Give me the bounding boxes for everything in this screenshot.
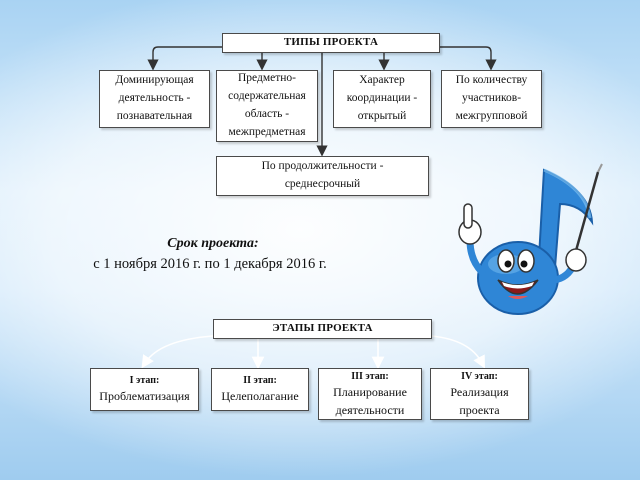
type-3-line-3: открытый <box>357 109 407 122</box>
stage-4-line-2: проекта <box>459 402 500 417</box>
type-box-duration: По продолжительности - среднесрочный <box>216 156 429 196</box>
types-connector-lines <box>147 46 497 157</box>
type-box-dominant-activity: Доминирующая деятельность - познавательн… <box>99 70 210 128</box>
stage-box-3: III этап: Планирование деятельности <box>318 368 422 420</box>
types-title: ТИПЫ ПРОЕКТА <box>222 33 440 53</box>
stages-title-text: ЭТАПЫ ПРОЕКТА <box>272 322 373 335</box>
type-4-line-3: межгрупповой <box>455 109 528 122</box>
connector-stage-1 <box>141 335 214 369</box>
connector-type-4 <box>440 46 497 71</box>
type-1-line-3: познавательная <box>116 109 193 122</box>
stage-2-label: II этап: <box>243 375 277 386</box>
stages-connector-lines <box>141 335 485 370</box>
type-box-coordination: Характер координации - открытый <box>333 70 431 128</box>
stage-3-line-2: деятельности <box>335 402 405 417</box>
stage-3-label: III этап: <box>351 370 389 382</box>
stage-1-label: I этап: <box>129 375 160 386</box>
stage-box-2: II этап: Целеполагание <box>211 368 309 411</box>
term-label: Срок проекта: <box>167 236 259 251</box>
type-4-line-2: участников- <box>461 92 522 105</box>
stages-title: ЭТАПЫ ПРОЕКТА <box>213 319 432 339</box>
type-1-line-1: Доминирующая <box>115 74 194 87</box>
connector-type-1 <box>147 46 222 71</box>
connector-stage-4 <box>431 335 485 369</box>
stage-2-line-1: Целеполагание <box>221 389 299 403</box>
type-2-line-4: межпредметная <box>228 125 306 138</box>
stage-1-line-1: Проблематизация <box>99 389 190 403</box>
type-4-line-1: По количеству <box>455 74 528 87</box>
types-title-text: ТИПЫ ПРОЕКТА <box>283 36 379 49</box>
type-2-line-3: область - <box>244 108 290 120</box>
type-2-line-1: Предметно- <box>238 72 296 85</box>
type-3-line-2: координации - <box>346 92 418 105</box>
stage-box-4: IV этап: Реализация проекта <box>430 368 529 420</box>
music-note-mascot-icon <box>458 163 603 315</box>
type-5-line-1: По продолжительности - <box>261 160 384 173</box>
type-box-subject-area: Предметно- содержательная область - межп… <box>216 70 318 142</box>
stage-4-label: IV этап: <box>461 370 498 382</box>
stage-3-line-1: Планирование <box>333 384 407 399</box>
type-3-line-1: Характер <box>359 74 405 87</box>
type-1-line-2: деятельность - <box>118 92 191 105</box>
stage-box-1: I этап: Проблематизация <box>90 368 199 411</box>
type-box-participants: По количеству участников- межгрупповой <box>441 70 542 128</box>
type-5-line-2: среднесрочный <box>284 178 361 190</box>
type-2-line-2: содержательная <box>228 90 306 103</box>
stage-4-line-1: Реализация <box>450 384 509 399</box>
term-value: с 1 ноября 2016 г. по 1 декабря 2016 г. <box>93 256 327 272</box>
